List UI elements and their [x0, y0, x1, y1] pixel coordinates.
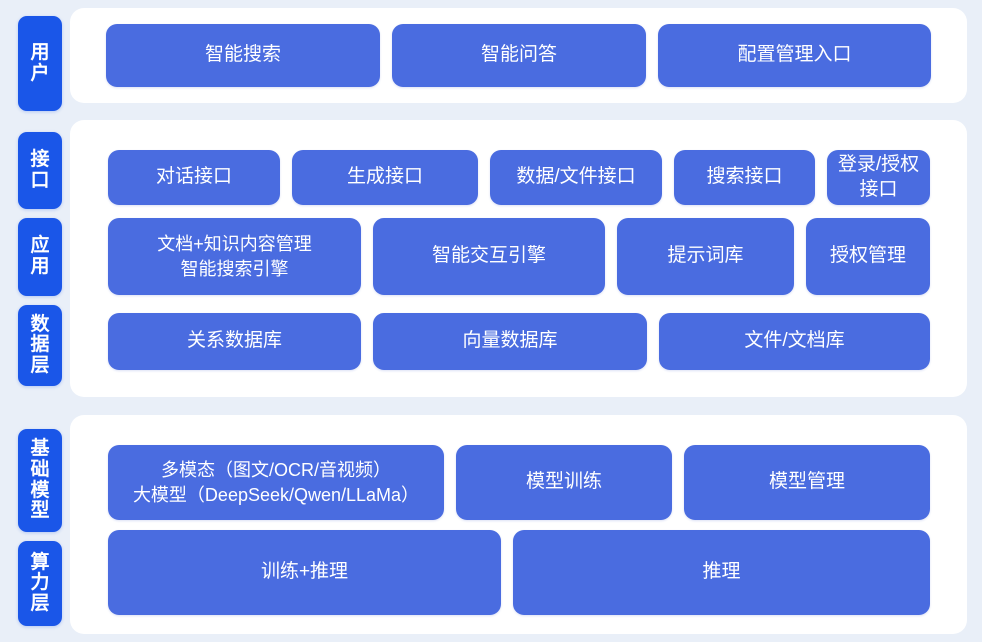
compute-row: 训练+推理 推理	[108, 530, 930, 615]
box-inference[interactable]: 推理	[513, 530, 930, 615]
box-smart-qa[interactable]: 智能问答	[392, 24, 646, 87]
layer-tab-interface[interactable]: 接口	[18, 132, 62, 209]
box-authorization-management[interactable]: 授权管理	[806, 218, 930, 295]
box-model-management[interactable]: 模型管理	[684, 445, 930, 520]
box-training-and-inference[interactable]: 训练+推理	[108, 530, 501, 615]
layer-tab-foundation-model[interactable]: 基础模型	[18, 429, 62, 532]
section-middle: 接口 应用 数据层 对话接口 生成接口 数据/文件接口 搜索接口 登录/授权接口…	[0, 120, 982, 397]
layer-tab-application[interactable]: 应用	[18, 218, 62, 296]
model-row: 多模态（图文/OCR/音视频） 大模型（DeepSeek/Qwen/LLaMa）…	[108, 445, 930, 520]
section-base: 基础模型 算力层 多模态（图文/OCR/音视频） 大模型（DeepSeek/Qw…	[0, 415, 982, 634]
box-login-auth-api[interactable]: 登录/授权接口	[827, 150, 930, 205]
layer-tab-compute-label: 算力层	[30, 551, 50, 614]
box-config-management-entry[interactable]: 配置管理入口	[658, 24, 931, 87]
layer-tab-user-label: 用户	[30, 41, 50, 84]
box-search-api[interactable]: 搜索接口	[674, 150, 815, 205]
application-row: 文档+知识内容管理 智能搜索引擎 智能交互引擎 提示词库 授权管理	[108, 218, 930, 295]
layer-tab-foundation-model-label: 基础模型	[30, 438, 50, 522]
box-dialog-api[interactable]: 对话接口	[108, 150, 280, 205]
layer-tab-application-label: 应用	[30, 235, 50, 277]
box-data-file-api[interactable]: 数据/文件接口	[490, 150, 662, 205]
interface-row: 对话接口 生成接口 数据/文件接口 搜索接口 登录/授权接口	[108, 150, 930, 205]
box-smart-interaction-engine[interactable]: 智能交互引擎	[373, 218, 605, 295]
section-base-card: 多模态（图文/OCR/音视频） 大模型（DeepSeek/Qwen/LLaMa）…	[70, 415, 967, 634]
box-model-training[interactable]: 模型训练	[456, 445, 672, 520]
section-user-tabs: 用户	[18, 8, 62, 119]
box-vector-database[interactable]: 向量数据库	[373, 313, 647, 370]
box-relational-database[interactable]: 关系数据库	[108, 313, 361, 370]
layer-tab-compute[interactable]: 算力层	[18, 541, 62, 626]
box-multimodal-large-model[interactable]: 多模态（图文/OCR/音视频） 大模型（DeepSeek/Qwen/LLaMa）	[108, 445, 444, 520]
layer-tab-data[interactable]: 数据层	[18, 305, 62, 386]
box-generation-api[interactable]: 生成接口	[292, 150, 478, 205]
box-file-document-store[interactable]: 文件/文档库	[659, 313, 930, 370]
section-base-tabs: 基础模型 算力层	[18, 415, 62, 634]
layer-tab-data-label: 数据层	[30, 313, 50, 376]
data-row: 关系数据库 向量数据库 文件/文档库	[108, 313, 930, 370]
user-entry-row: 智能搜索 智能问答 配置管理入口	[106, 24, 931, 87]
section-middle-card: 对话接口 生成接口 数据/文件接口 搜索接口 登录/授权接口 文档+知识内容管理…	[70, 120, 967, 397]
section-user: 用户 智能搜索 智能问答 配置管理入口	[0, 8, 982, 111]
section-user-card: 智能搜索 智能问答 配置管理入口	[70, 8, 967, 103]
layer-tab-user[interactable]: 用户	[18, 16, 62, 111]
box-doc-knowledge-search-engine[interactable]: 文档+知识内容管理 智能搜索引擎	[108, 218, 361, 295]
section-middle-tabs: 接口 应用 数据层	[18, 120, 62, 397]
layer-tab-interface-label: 接口	[30, 148, 50, 191]
box-prompt-library[interactable]: 提示词库	[617, 218, 794, 295]
box-smart-search[interactable]: 智能搜索	[106, 24, 380, 87]
